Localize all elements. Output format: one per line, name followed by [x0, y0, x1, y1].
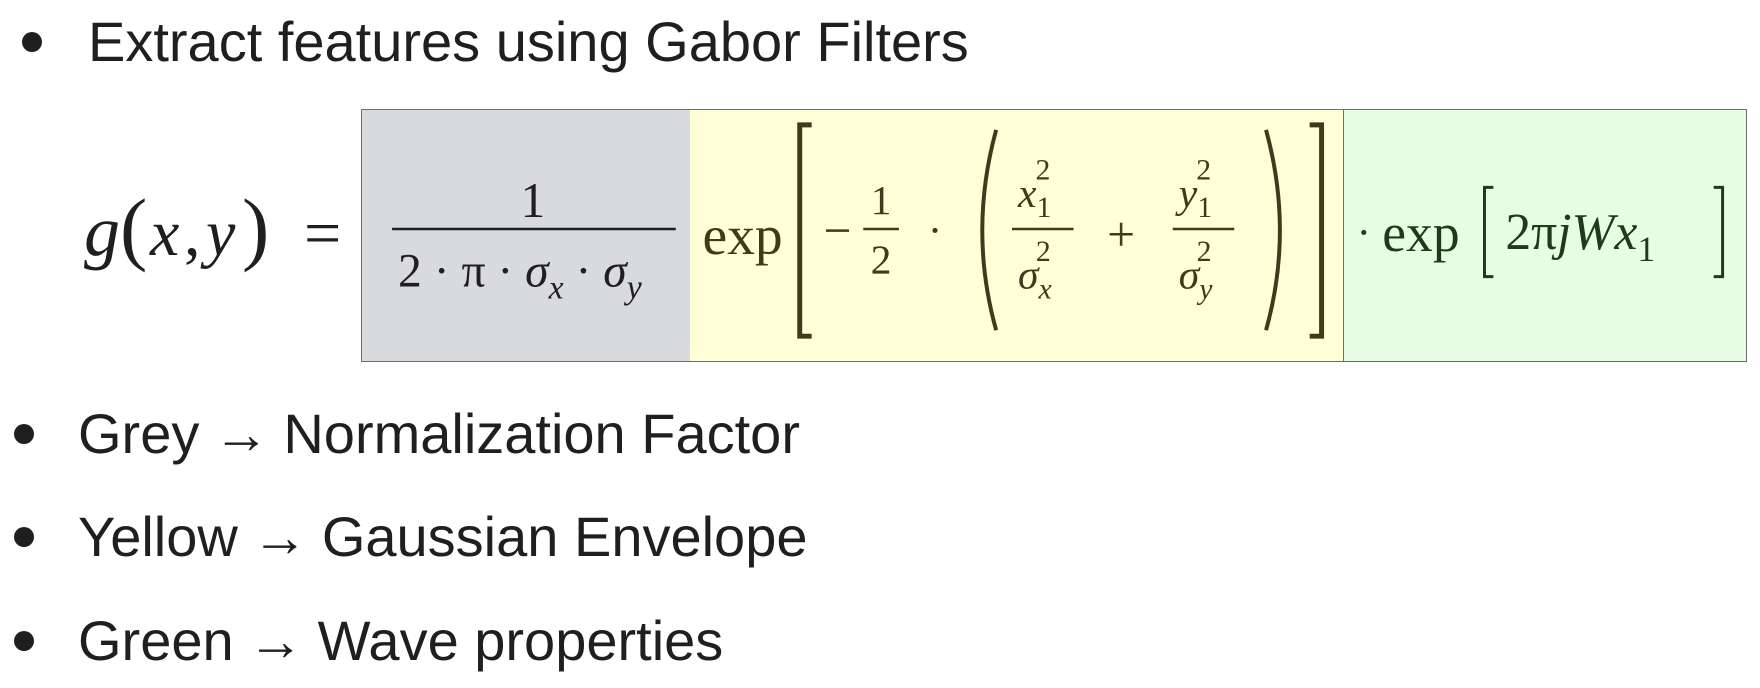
legend-meaning: Normalization Factor [283, 402, 800, 465]
yellow-minus: − [824, 203, 852, 258]
lhs-x: x [149, 197, 179, 270]
grey-denominator: 2 · π · σx · σy [398, 246, 642, 307]
yellow-term1-num: x12 [1017, 153, 1051, 224]
grey-numerator: 1 [521, 173, 546, 228]
yellow-term1-den: σx2 [1018, 235, 1052, 306]
yellow-right-paren [1264, 129, 1282, 331]
arrow-icon: → [213, 402, 270, 465]
lhs-y: y [200, 197, 236, 270]
yellow-term2-den: σy2 [1179, 235, 1214, 306]
bullet-dot [14, 424, 34, 444]
bullet-dot [22, 32, 42, 52]
lhs-equals: = [304, 197, 341, 270]
legend-item-green: Green → Wave properties [14, 609, 723, 673]
wave-properties-box: · exp 2πjWx1 [1343, 109, 1747, 362]
yellow-exp: exp [703, 205, 783, 267]
yellow-right-bracket [1309, 122, 1325, 339]
legend-meaning: Wave properties [317, 609, 724, 672]
lhs-comma: , [184, 197, 201, 270]
formula-lhs-svg: g ( x , y ) = [84, 182, 341, 273]
bullet-dot [14, 631, 34, 651]
lhs-open-paren: ( [120, 182, 147, 273]
yellow-dot: · [928, 207, 943, 255]
intro-bullet: Extract features using Gabor Filters [22, 10, 969, 74]
arrow-icon: → [251, 505, 308, 568]
yellow-term2-num: y12 [1175, 153, 1212, 224]
yellow-half-den: 2 [871, 238, 892, 284]
formula-lhs: g ( x , y ) = [84, 160, 354, 310]
legend-item-yellow: Yellow → Gaussian Envelope [14, 505, 807, 569]
yellow-half-num: 1 [871, 178, 892, 224]
intro-bullet-text: Extract features using Gabor Filters [88, 10, 969, 73]
green-left-bracket [1482, 185, 1494, 279]
lhs-g: g [84, 191, 120, 271]
green-box-svg: · exp 2πjWx1 [1357, 185, 1725, 279]
yellow-left-paren [980, 129, 999, 331]
green-exp: exp [1382, 203, 1459, 263]
normalization-factor-box: 1 2 · π · σx · σy [361, 109, 691, 362]
lhs-close-paren: ) [242, 182, 269, 273]
green-right-bracket [1713, 185, 1725, 279]
yellow-plus: + [1107, 207, 1135, 262]
gaussian-envelope-box: exp − 1 2 · x12 σx2 + y12 σy2 [690, 109, 1344, 362]
legend-color-name: Yellow [78, 505, 238, 568]
green-dot: · [1357, 209, 1372, 257]
legend-color-name: Green [78, 609, 234, 672]
bullet-dot [14, 527, 34, 547]
legend-meaning: Gaussian Envelope [321, 505, 808, 568]
grey-box-svg: 1 2 · π · σx · σy [392, 173, 676, 307]
yellow-left-bracket [797, 122, 812, 339]
legend-item-grey: Grey → Normalization Factor [14, 402, 800, 466]
yellow-box-svg: exp − 1 2 · x12 σx2 + y12 σy2 [703, 122, 1325, 339]
legend-color-name: Grey [78, 402, 200, 465]
green-arg: 2πjWx1 [1505, 204, 1655, 269]
arrow-icon: → [247, 609, 304, 672]
